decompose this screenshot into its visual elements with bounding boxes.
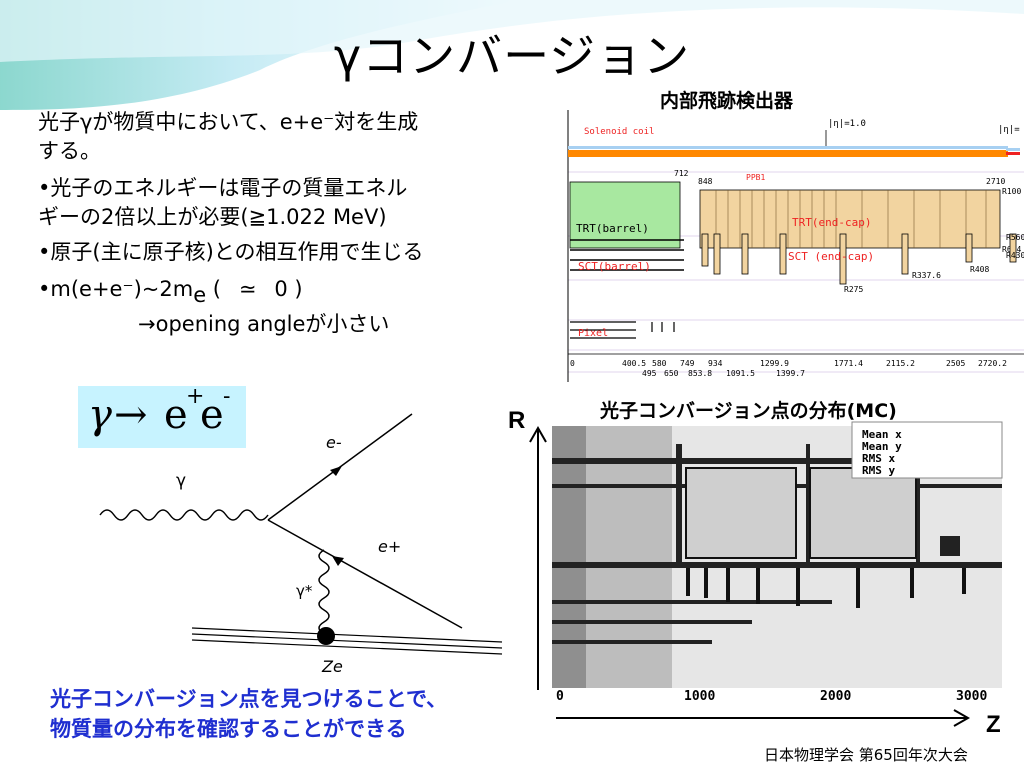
b3-d: ( <box>206 277 228 301</box>
label-2710: 2710 <box>986 177 1005 186</box>
bottom-note-line-1: 光子コンバージョン点を見つけることで、 <box>50 687 448 711</box>
svg-text:1091.5: 1091.5 <box>726 369 755 378</box>
axis-r-label: R <box>508 407 525 434</box>
body-text: 光子γが物質中において、e+e⁻対を生成 する。 •光子のエネルギーは電子の質量… <box>38 108 538 339</box>
axis-z-label: Z <box>986 711 1001 738</box>
bullet-2: •原子(主に原子核)との相互作用で生じる <box>38 240 424 264</box>
formula-sup2: - <box>223 384 231 409</box>
mc-distribution: R Z Mean x Mean y RMS x RMS y 0 1000 <box>508 407 1003 738</box>
b3-a: •m(e+e <box>38 277 123 301</box>
b3-sub: e <box>193 283 207 307</box>
detector-title: 内部飛跡検出器 <box>660 90 794 112</box>
photon-line <box>99 509 269 521</box>
formula-box: γ → e + e - <box>78 384 246 448</box>
svg-text:934: 934 <box>708 359 723 368</box>
label-848: 848 <box>698 177 713 186</box>
nucleus-line-1 <box>191 627 503 643</box>
label-gamma-star: γ* <box>296 582 313 600</box>
label-eta1: |η|=1.0 <box>828 119 866 129</box>
trt-barrel <box>569 181 681 249</box>
formula-sup1: + <box>186 384 205 409</box>
svg-text:1299.9: 1299.9 <box>760 359 789 368</box>
svg-text:1399.7: 1399.7 <box>776 369 805 378</box>
label-eta2: |η|= <box>998 125 1020 135</box>
background-swoosh <box>0 0 1024 110</box>
mc-title: 光子コンバージョン点の分布(MC) <box>600 400 897 422</box>
label-solenoid: Solenoid coil <box>584 127 654 137</box>
label-sct-barrel: SCT(barrel) <box>578 260 651 273</box>
label-r408: R408 <box>970 265 989 274</box>
tick-1000: 1000 <box>684 689 715 704</box>
slide-title: γコンバージョン <box>333 29 691 83</box>
stat-rms-y: RMS y <box>862 464 895 477</box>
trt-endcap <box>699 189 1001 249</box>
intro-line-1: 光子γが物質中において、e+e⁻対を生成 <box>38 110 419 134</box>
svg-text:853.8: 853.8 <box>688 369 712 378</box>
label-e-plus: e+ <box>378 537 401 556</box>
label-r560: R560 <box>1006 233 1024 242</box>
svg-text:650: 650 <box>664 369 679 378</box>
detector-layout: Solenoid coil |η|=1.0 |η|= 712 848 PPB1 … <box>566 110 1024 382</box>
nucleus-vertex <box>317 627 335 645</box>
bottom-note-line-2: 物質量の分布を確認することができる <box>50 717 407 741</box>
electron-arrow <box>330 466 342 476</box>
label-r430: R430 <box>1006 251 1024 260</box>
b3-c: )~2m <box>133 277 194 301</box>
label-nucleus: Ze <box>321 657 343 676</box>
label-e-minus: e- <box>326 433 342 452</box>
label-gamma: γ <box>176 471 186 491</box>
solenoid-bar <box>568 150 1008 157</box>
bullet-1-line-2: ギーの2倍以上が必要(≧1.022 MeV) <box>38 205 387 229</box>
formula-e2: e <box>200 392 224 438</box>
bottom-note: 光子コンバージョン点を見つけることで、 物質量の分布を確認することができる <box>50 684 530 744</box>
footer: 日本物理学会 第65回年次大会 <box>764 746 968 764</box>
svg-text:2720.2: 2720.2 <box>978 359 1007 368</box>
label-pixel: Pixel <box>578 328 608 339</box>
label-trt-barrel: TRT(barrel) <box>576 222 649 235</box>
formula-e1: e <box>164 392 188 438</box>
label-r100: R100 <box>1002 187 1021 196</box>
virtual-photon-line <box>318 549 330 635</box>
label-712: 712 <box>674 169 689 178</box>
svg-text:400.5: 400.5 <box>622 359 646 368</box>
nucleus-line-2 <box>191 633 503 649</box>
label-sct-endcap: SCT (end-cap) <box>788 250 874 263</box>
tick-0: 0 <box>556 689 564 704</box>
sct-barrel <box>570 239 684 271</box>
approx-symbol: ≃ <box>238 277 257 301</box>
bullet-3-line-1: •m(e+e⁻)~2me ( ≃ 0 ) <box>38 275 538 310</box>
svg-text:2505: 2505 <box>946 359 965 368</box>
positron-arrow <box>332 556 344 566</box>
positron-line <box>267 519 463 629</box>
label-trt-endcap: TRT(end-cap) <box>792 216 871 229</box>
nucleus-line-3 <box>191 639 503 655</box>
axis-bottom-labels: 495 650 853.8 1091.5 1399.7 <box>642 369 805 378</box>
svg-text:2115.2: 2115.2 <box>886 359 915 368</box>
tick-3000: 3000 <box>956 689 987 704</box>
b3-e: 0 ) <box>267 277 303 301</box>
pixel-detector <box>570 321 675 339</box>
stat-mean-y: Mean y <box>862 440 902 453</box>
b3-b: ⁻ <box>122 277 134 301</box>
bullet-3-line-2: →opening angleが小さい <box>138 312 390 336</box>
intro-line-2: する。 <box>38 139 101 163</box>
formula-arrow: → <box>114 392 148 438</box>
label-r337: R337.6 <box>912 271 941 280</box>
formula-gamma: γ <box>88 392 112 438</box>
svg-text:580: 580 <box>652 359 667 368</box>
sct-endcap-discs <box>701 233 1017 285</box>
svg-text:495: 495 <box>642 369 657 378</box>
label-r275: R275 <box>844 285 863 294</box>
feynman-diagram: e- e+ γ γ* Ze <box>99 413 503 676</box>
svg-text:1771.4: 1771.4 <box>834 359 863 368</box>
svg-text:0: 0 <box>570 359 575 368</box>
label-ppb1: PPB1 <box>746 173 765 182</box>
stat-mean-x: Mean x <box>862 428 902 441</box>
stat-rms-x: RMS x <box>862 452 895 465</box>
svg-text:749: 749 <box>680 359 695 368</box>
bullet-1-line-1: •光子のエネルギーは電子の質量エネル <box>38 176 408 200</box>
axis-top-labels: 0 400.5 580 749 934 1299.9 1771.4 2115.2… <box>570 359 1007 368</box>
tick-2000: 2000 <box>820 689 851 704</box>
stats-box <box>851 421 1003 479</box>
